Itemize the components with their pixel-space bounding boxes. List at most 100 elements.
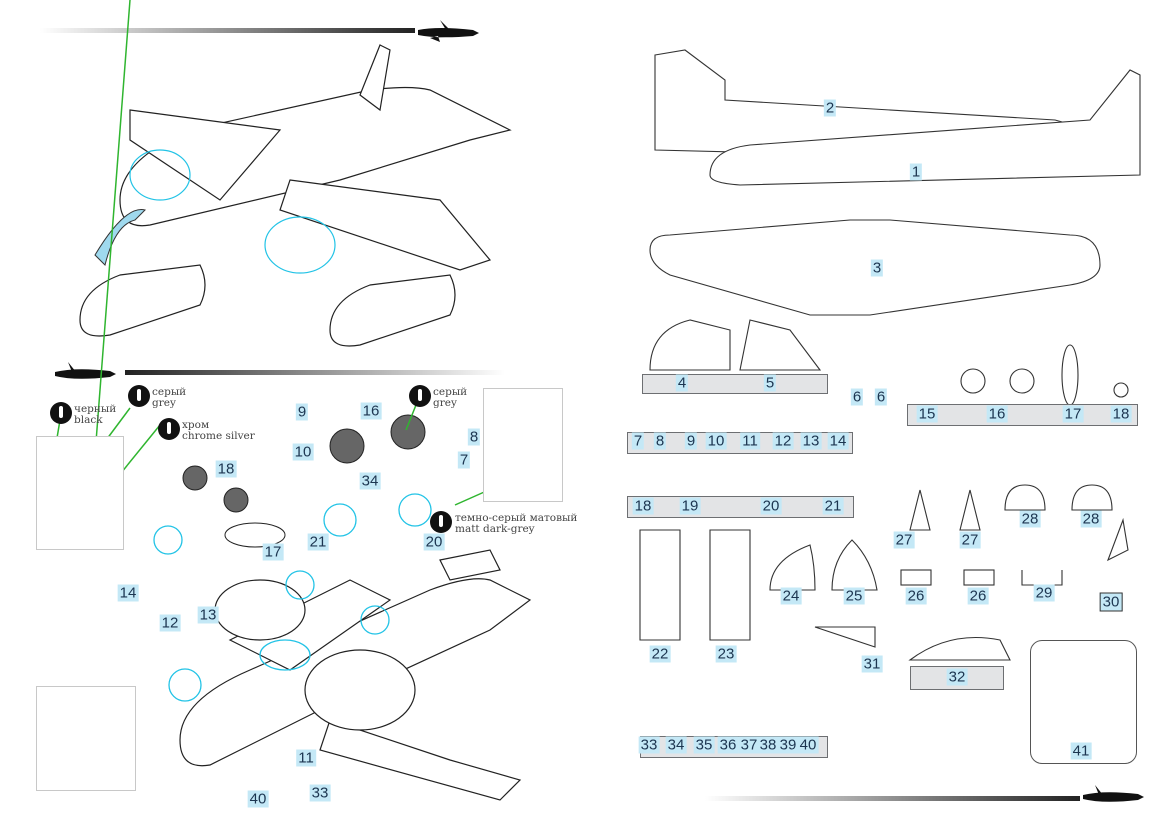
part-label: 13 (800, 432, 822, 450)
part-label: 8 (653, 432, 667, 450)
part-label: 38 (757, 736, 779, 754)
header-gradient-bar-mid (125, 370, 505, 375)
footer-gradient-bar (705, 796, 1080, 801)
part-label: 1 (909, 163, 923, 181)
part-label: 26 (967, 587, 989, 605)
part-label: 34 (359, 472, 381, 490)
part-17-drawing (224, 522, 286, 548)
paint-en: black (74, 414, 103, 426)
part-label: 41 (1070, 742, 1092, 760)
part-label: 14 (117, 584, 139, 602)
jet-silhouette-icon (55, 362, 116, 379)
part-label: 9 (295, 403, 309, 421)
part-label: 16 (360, 402, 382, 420)
detail-box-gear-bay (36, 686, 136, 791)
part-label: 16 (986, 405, 1008, 423)
detail-box-nose-gear (36, 436, 124, 550)
part-label: 29 (1033, 584, 1055, 602)
paint-en: chrome silver (182, 430, 255, 442)
part-label: 5 (763, 374, 777, 392)
sprue-parts (639, 49, 1141, 701)
part-label: 34 (665, 736, 687, 754)
paint-ru: хром (182, 419, 210, 431)
paint-drop-icon (158, 418, 180, 440)
part-label: 9 (684, 432, 698, 450)
part-label: 22 (649, 645, 671, 663)
part-label: 11 (740, 432, 760, 450)
part-label: 28 (1080, 510, 1102, 528)
part-label: 33 (309, 784, 331, 802)
detail-box-main-wheel (483, 388, 563, 502)
part-label: 2 (823, 99, 837, 117)
engine-nacelle-outline (129, 149, 336, 274)
part-label: 12 (772, 432, 794, 450)
part-label: 30 (1099, 592, 1123, 612)
jet-silhouette-icon (418, 20, 479, 42)
part-label: 39 (777, 736, 799, 754)
part-label: 15 (916, 405, 938, 423)
part-label: 4 (675, 374, 689, 392)
part-label: 21 (822, 497, 844, 515)
paint-ru: темно-серый матовый (455, 512, 578, 524)
paint-ru: черный (74, 403, 117, 415)
part-label: 11 (296, 749, 316, 767)
paint-drop-icon (50, 402, 72, 424)
part-label: 27 (959, 531, 981, 549)
part-label: 14 (827, 432, 849, 450)
part-label: 36 (717, 736, 739, 754)
part-label: 20 (760, 497, 782, 515)
part-label: 19 (679, 497, 701, 515)
paint-drop-icon (128, 385, 150, 407)
part-label: 6 (850, 388, 864, 406)
header-gradient-bar-top (40, 28, 415, 33)
sprue-bar-15-18 (907, 404, 1138, 426)
gear-assembly-outline (153, 493, 432, 702)
paint-drop-icon (409, 385, 431, 407)
paint-en: matt dark-grey (455, 523, 535, 535)
airplane-bottom-view (179, 549, 532, 801)
part-label: 17 (262, 543, 284, 561)
part-label: 7 (457, 451, 471, 469)
part-label: 18 (1110, 405, 1132, 423)
part-label: 31 (861, 655, 883, 673)
sprue-bar-7-14 (627, 432, 853, 454)
paint-drop-icon (430, 511, 452, 533)
part-label: 3 (870, 259, 884, 277)
sprue-bar-4-5 (642, 374, 828, 394)
part-label: 32 (946, 668, 968, 686)
part-label: 7 (631, 432, 645, 450)
part-label: 8 (467, 428, 481, 446)
part-label: 13 (197, 606, 219, 624)
paint-ru: серый (152, 386, 187, 398)
part-label: 17 (1062, 405, 1084, 423)
part-label: 40 (797, 736, 819, 754)
part-label: 24 (780, 587, 802, 605)
sprue-bar-18-21 (627, 496, 854, 518)
part-label: 20 (423, 533, 445, 551)
part-label: 23 (715, 645, 737, 663)
part-label: 28 (1019, 510, 1041, 528)
part-label: 37 (738, 736, 760, 754)
part-label: 18 (215, 460, 237, 478)
part-label: 27 (893, 531, 915, 549)
part-label: 6 (874, 388, 888, 406)
assembly-arrow (94, 209, 146, 266)
part-label: 26 (905, 587, 927, 605)
paint-en: grey (152, 397, 176, 409)
part-label: 10 (292, 443, 314, 461)
airplane-top-view (79, 44, 512, 347)
part-label: 35 (693, 736, 715, 754)
paint-ru: серый (433, 386, 468, 398)
part-label: 12 (159, 614, 181, 632)
part-label: 10 (705, 432, 727, 450)
jet-silhouette-icon (1083, 785, 1144, 802)
part-label: 21 (307, 533, 329, 551)
part-label: 18 (632, 497, 654, 515)
part-label: 33 (638, 736, 660, 754)
